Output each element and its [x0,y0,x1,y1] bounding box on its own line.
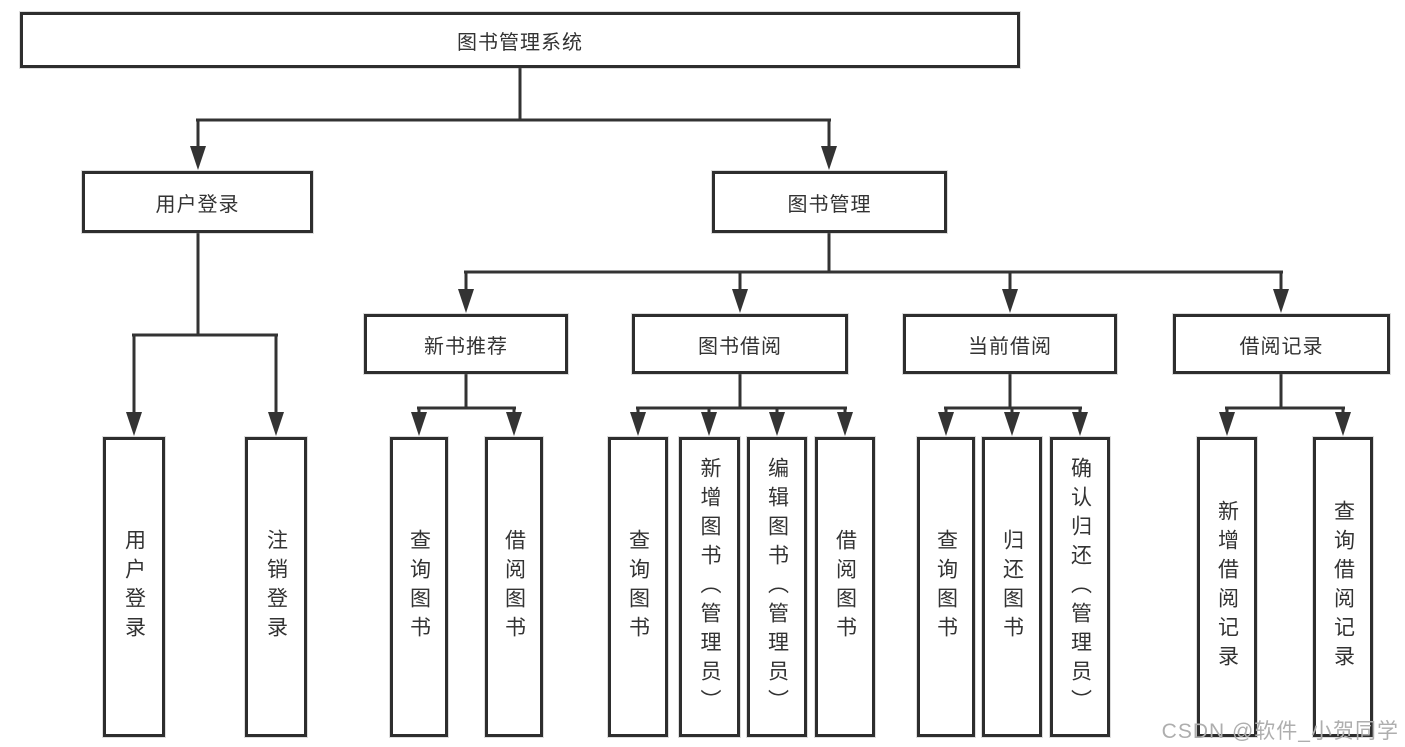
connector-new-book-recommend-to-leaves [411,374,522,436]
node-borrow-records: 借阅记录 [1173,314,1390,374]
node-query-borrow-record: 查询借阅记录 [1313,437,1373,737]
node-label: 图书管理 [787,193,872,216]
node-label: 借阅图书 [502,529,526,645]
node-user-login: 用户登录 [82,171,313,233]
csdn-watermark: CSDN @软件_小贺同学 [1161,720,1399,743]
node-label: 用户登录 [155,193,240,216]
node-label: 用户登录 [122,529,146,645]
node-label: 归还图书 [1000,529,1024,645]
node-label: 图书借阅 [698,335,782,358]
node-label: 编辑图书（管理员） [765,456,789,718]
node-label: 新增借阅记录 [1215,500,1239,674]
connector-borrow-records-to-leaves [1219,374,1351,436]
node-logout: 注销登录 [245,437,307,737]
node-label: 查询图书 [934,529,958,645]
node-confirm-return-admin: 确认归还（管理员） [1050,437,1110,737]
node-label: 借阅记录 [1239,335,1324,358]
node-add-borrow-record: 新增借阅记录 [1197,437,1257,737]
node-label: 查询借阅记录 [1331,500,1355,674]
node-query-books-recommend: 查询图书 [390,437,448,737]
connector-book-management-to-level3 [458,233,1289,313]
connector-user-login-to-leaves [126,233,284,436]
node-label: 图书管理系统 [457,31,583,54]
node-library-management-system: 图书管理系统 [20,12,1020,68]
node-label: 当前借阅 [968,335,1052,358]
node-new-book-recommend: 新书推荐 [364,314,568,374]
connector-book-borrowing-to-leaves [630,374,853,436]
connector-current-borrowing-to-leaves [938,374,1088,436]
node-return-books: 归还图书 [982,437,1042,737]
node-label: 查询图书 [626,529,650,645]
node-label: 查询图书 [407,529,431,645]
node-query-books-current: 查询图书 [917,437,975,737]
node-query-books-borrowing: 查询图书 [608,437,668,737]
node-current-borrowing: 当前借阅 [903,314,1117,374]
node-label: 新增图书（管理员） [698,456,721,718]
node-borrow-books-leaf: 借阅图书 [815,437,875,737]
node-book-management: 图书管理 [712,171,947,233]
node-user-login-leaf: 用户登录 [103,437,165,737]
connector-root-to-level2 [190,68,837,170]
node-label: 借阅图书 [833,529,857,645]
node-label: 新书推荐 [424,335,508,358]
node-label: 确认归还（管理员） [1068,456,1092,718]
node-book-borrowing: 图书借阅 [632,314,848,374]
node-edit-books-admin: 编辑图书（管理员） [747,437,807,737]
node-borrow-books-recommend: 借阅图书 [485,437,543,737]
node-add-books-admin: 新增图书（管理员） [679,437,740,737]
node-label: 注销登录 [264,529,288,645]
